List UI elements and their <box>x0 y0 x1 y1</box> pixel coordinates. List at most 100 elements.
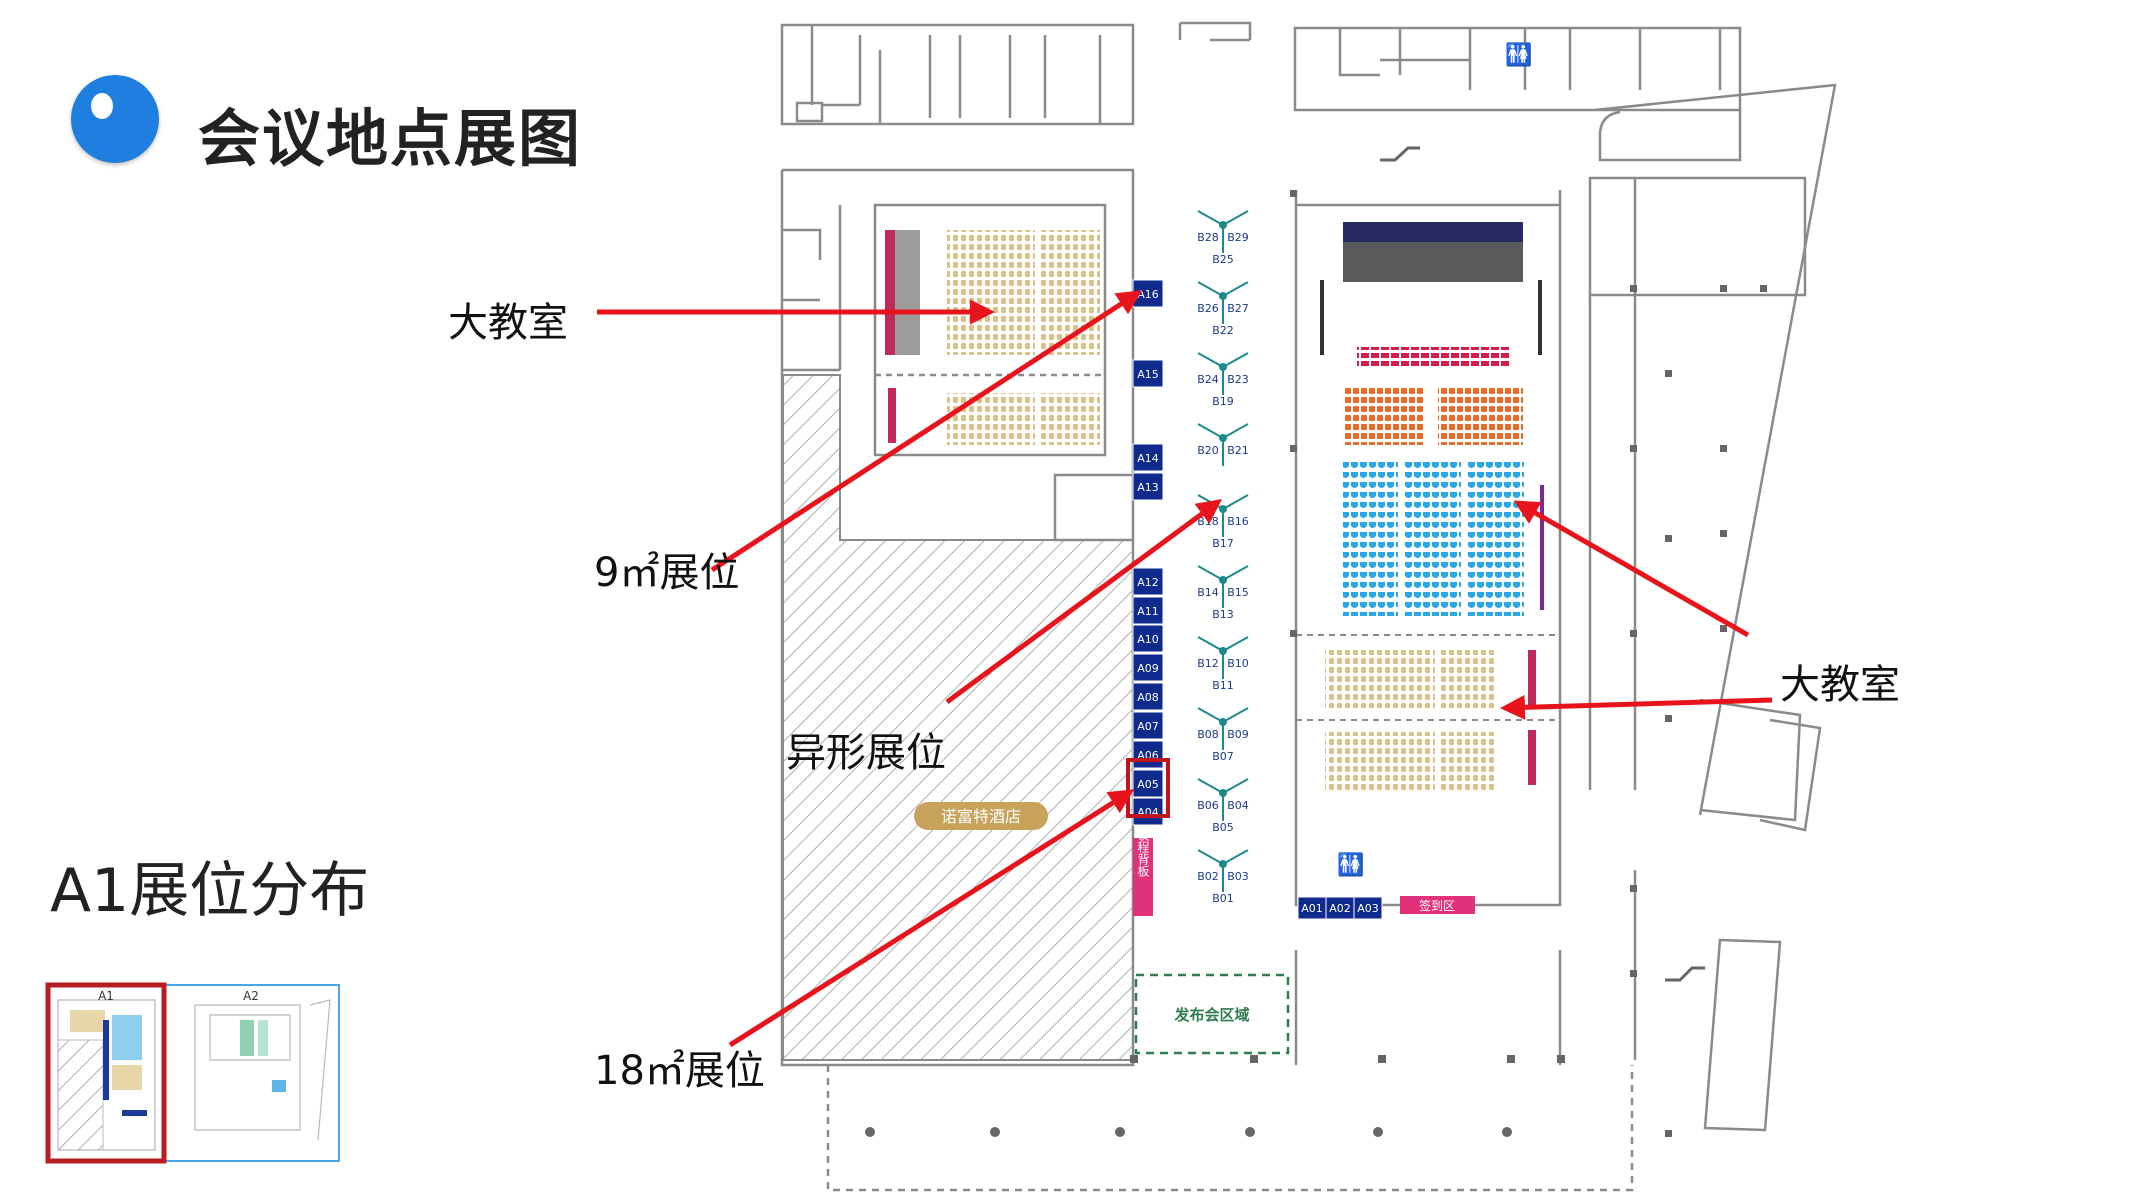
booth-a12: A12 <box>1132 567 1164 596</box>
agenda-board <box>1133 838 1153 916</box>
booth-b24: B24 <box>1197 373 1219 386</box>
booth-a02: A02 <box>1325 896 1355 920</box>
booth-b20: B20 <box>1197 444 1219 457</box>
escalator-icon <box>1380 146 1705 982</box>
arrow-classroom-right-2 <box>1500 694 1773 720</box>
booth-b28: B28 <box>1197 231 1219 244</box>
booth-label: A02 <box>1329 902 1351 915</box>
booth-label: A07 <box>1137 720 1159 733</box>
booth-b01: B01 <box>1212 892 1234 905</box>
booth-b17: B17 <box>1212 537 1234 550</box>
restroom-icon: 🚻 <box>1505 42 1532 68</box>
signin-label: 签到区 <box>1419 898 1455 913</box>
booth-b07: B07 <box>1212 750 1234 763</box>
booth-b13: B13 <box>1212 608 1234 621</box>
booth-a11: A11 <box>1132 596 1164 625</box>
booth-b05: B05 <box>1212 821 1234 834</box>
launch-area <box>1134 973 1290 1055</box>
callout-booth-9: 9㎡展位 <box>594 550 740 596</box>
booth-label: A09 <box>1137 662 1159 675</box>
title-bullet-icon <box>71 75 159 163</box>
booth-a10: A10 <box>1132 624 1164 653</box>
b-cluster: B20 B21 <box>1197 423 1249 466</box>
booth-b21: B21 <box>1227 444 1249 457</box>
main-hall-seating <box>1296 222 1560 790</box>
booth-a07: A07 <box>1132 711 1164 740</box>
booth-b22: B22 <box>1212 324 1234 337</box>
hotel-label: 诺富特酒店 <box>941 807 1021 826</box>
booth-b27: B27 <box>1227 302 1249 315</box>
booth-a14: A14 <box>1132 443 1164 472</box>
booth-b16: B16 <box>1227 515 1249 528</box>
booth-label: A14 <box>1137 452 1159 465</box>
thumbnail-a2 <box>164 984 340 1162</box>
booth-a08: A08 <box>1132 682 1164 711</box>
booth-b09: B09 <box>1227 728 1249 741</box>
callout-booth-18: 18㎡展位 <box>594 1048 765 1094</box>
thumbnail-section-title: A1展位分布 <box>50 856 370 926</box>
booth-a16: A16 <box>1132 279 1164 308</box>
booth-b08: B08 <box>1197 728 1219 741</box>
booth-b14: B14 <box>1197 586 1219 599</box>
booth-b04: B04 <box>1227 799 1249 812</box>
hotel-badge <box>914 802 1048 830</box>
booth-b26: B26 <box>1197 302 1219 315</box>
booth-label: A16 <box>1137 288 1159 301</box>
booth-b29: B29 <box>1227 231 1249 244</box>
booth-label: A08 <box>1137 691 1159 704</box>
restroom-icon: 🚻 <box>1337 852 1364 878</box>
classroom-left <box>885 230 1100 445</box>
booth-b02: B02 <box>1197 870 1219 883</box>
columns <box>865 190 1767 1137</box>
arrow-booth-9 <box>710 290 1143 573</box>
page-title: 会议地点展图 <box>198 102 583 175</box>
booth-a01: A01 <box>1297 896 1327 920</box>
thumbnail-a1-label: A1 <box>98 989 114 1003</box>
booth-a15: A15 <box>1132 359 1164 388</box>
booth-label: A05 <box>1137 778 1159 791</box>
booth-b19: B19 <box>1212 395 1234 408</box>
agenda-board-label: 议程背板 <box>1136 829 1150 878</box>
booth-b15: B15 <box>1227 586 1249 599</box>
booth-b25: B25 <box>1212 253 1234 266</box>
highlight-box-18 <box>1126 758 1170 818</box>
booth-b06: B06 <box>1197 799 1219 812</box>
booth-a05: A05 <box>1132 769 1164 798</box>
callout-classroom-right: 大教室 <box>1780 662 1900 708</box>
booth-b03: B03 <box>1227 870 1249 883</box>
callout-classroom-top: 大教室 <box>448 300 568 346</box>
arrow-irregular <box>945 499 1223 705</box>
signin-area <box>1400 896 1475 914</box>
booth-a09: A09 <box>1132 653 1164 682</box>
arrow-booth-18 <box>728 789 1135 1048</box>
booth-b12: B12 <box>1197 657 1219 670</box>
booth-b23: B23 <box>1227 373 1249 386</box>
booth-label: A13 <box>1137 481 1159 494</box>
booth-label: A10 <box>1137 633 1159 646</box>
booth-b11: B11 <box>1212 679 1234 692</box>
launch-area-label: 发布会区域 <box>1173 1006 1249 1024</box>
booth-label: A12 <box>1137 576 1159 589</box>
hotel-area <box>782 374 1134 1061</box>
booth-a04: A04 <box>1132 797 1164 826</box>
arrow-classroom-right-1 <box>1513 500 1750 638</box>
booth-a03: A03 <box>1353 896 1383 920</box>
booth-label: A01 <box>1301 902 1323 915</box>
booth-label: A15 <box>1137 368 1159 381</box>
booth-b10: B10 <box>1227 657 1249 670</box>
booth-label: A11 <box>1137 605 1159 618</box>
thumbnail-panels: A1 A2 <box>45 982 340 1164</box>
thumbnail-a2-label: A2 <box>243 989 259 1003</box>
